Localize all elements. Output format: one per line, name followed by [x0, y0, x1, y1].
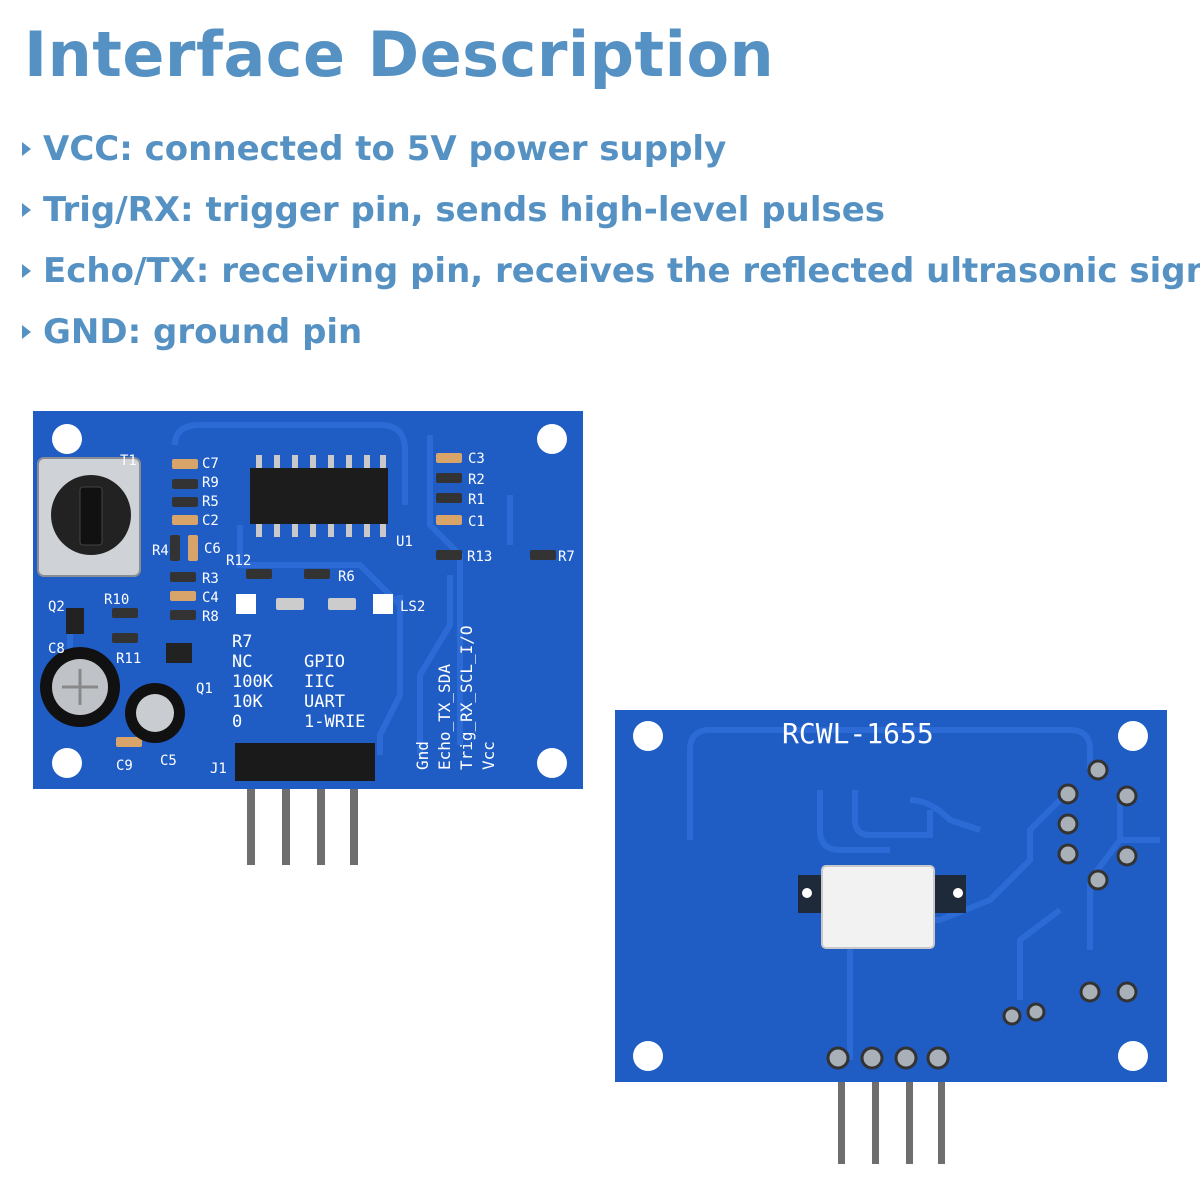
- mode-right-3: 1-WRIE: [304, 712, 365, 732]
- back-mounting-holes: [633, 721, 1148, 1071]
- label-r12: R12: [226, 553, 251, 569]
- bullet-text: Echo/TX: receiving pin, receives the ref…: [43, 250, 1200, 291]
- label-c6: C6: [204, 541, 221, 557]
- bullet-arrow-icon: [22, 263, 31, 278]
- label-r3: R3: [202, 571, 219, 587]
- ic-chip: [250, 455, 388, 537]
- mode-left-3: 0: [232, 712, 242, 732]
- header-pins: [247, 775, 358, 865]
- label-r9: R9: [202, 475, 219, 491]
- label-c7: C7: [202, 456, 219, 472]
- label-ls2: LS2: [400, 599, 425, 615]
- label-r7b: R7: [558, 549, 575, 565]
- mode-left-0: NC: [232, 652, 252, 672]
- mode-left-2: 10K: [232, 692, 263, 712]
- label-q1: Q1: [196, 681, 213, 697]
- label-r11: R11: [116, 651, 141, 667]
- pin-label-echo: Echo_TX_SDA: [435, 664, 454, 770]
- solder-pads: [826, 759, 1138, 1070]
- label-r2: R2: [468, 472, 485, 488]
- bullet-vcc: VCC: connected to 5V power supply: [22, 118, 1200, 179]
- label-r1: R1: [468, 492, 485, 508]
- header-housing: [235, 743, 375, 781]
- mode-right-2: UART: [304, 692, 345, 712]
- pin-label-trig: Trig_RX_SCL_I/O: [457, 626, 476, 771]
- pin-labels: Gnd Echo_TX_SDA Trig_RX_SCL_I/O Vcc: [413, 626, 498, 771]
- label-q2: Q2: [48, 599, 65, 615]
- label-r5: R5: [202, 494, 219, 510]
- label-c9: C9: [116, 758, 133, 774]
- label-c5: C5: [160, 753, 177, 769]
- bullet-trig: Trig/RX: trigger pin, sends high-level p…: [22, 179, 1200, 240]
- bullet-text: VCC: connected to 5V power supply: [43, 128, 727, 169]
- label-c4: C4: [202, 590, 219, 606]
- bullet-list: VCC: connected to 5V power supply Trig/R…: [22, 118, 1200, 362]
- mode-left-1: 100K: [232, 672, 274, 692]
- smd-components: [112, 453, 556, 747]
- pin-label-gnd: Gnd: [413, 741, 432, 770]
- bullet-arrow-icon: [22, 141, 31, 156]
- back-board-image: RCWL-1655: [615, 710, 1167, 1164]
- bullet-arrow-icon: [22, 202, 31, 217]
- mode-r7-label: R7: [232, 632, 252, 652]
- front-board-image: T1 C7 R9 R5 C2 C3 R2 R1 C1 U1 R13 R7 R4 …: [33, 411, 583, 865]
- label-c1: C1: [468, 514, 485, 530]
- page-title: Interface Description: [24, 18, 775, 91]
- mode-table: R7 NC 100K 10K 0 GPIO IIC UART 1-WRIE: [232, 632, 365, 732]
- mounting-holes: [52, 424, 567, 778]
- label-r10: R10: [104, 592, 129, 608]
- label-r8: R8: [202, 609, 219, 625]
- label-t1: T1: [120, 453, 137, 469]
- label-c3: C3: [468, 451, 485, 467]
- bullet-echo: Echo/TX: receiving pin, receives the ref…: [22, 240, 1200, 301]
- pin-label-vcc: Vcc: [479, 741, 498, 770]
- bullet-text: Trig/RX: trigger pin, sends high-level p…: [43, 189, 886, 230]
- back-header-pins: [838, 1060, 945, 1164]
- front-silkscreen: T1 C7 R9 R5 C2 C3 R2 R1 C1 U1 R13 R7 R4 …: [48, 451, 575, 777]
- model-label: RCWL-1655: [782, 717, 934, 750]
- mode-right-1: IIC: [304, 672, 335, 692]
- label-r6: R6: [338, 569, 355, 585]
- bullet-text: GND: ground pin: [43, 311, 363, 352]
- label-u1: U1: [396, 534, 413, 550]
- label-r13: R13: [467, 549, 492, 565]
- transducer: [37, 457, 141, 577]
- label-c2: C2: [202, 513, 219, 529]
- test-pads: [236, 594, 393, 614]
- mode-right-0: GPIO: [304, 652, 345, 672]
- label-r4: R4: [152, 543, 169, 559]
- bullet-arrow-icon: [22, 324, 31, 339]
- electrolytic-capacitors: [40, 647, 185, 743]
- connector: [798, 865, 966, 949]
- bullet-gnd: GND: ground pin: [22, 301, 1200, 362]
- label-j1: J1: [210, 761, 227, 777]
- label-c8: C8: [48, 641, 65, 657]
- transistors: [66, 608, 192, 663]
